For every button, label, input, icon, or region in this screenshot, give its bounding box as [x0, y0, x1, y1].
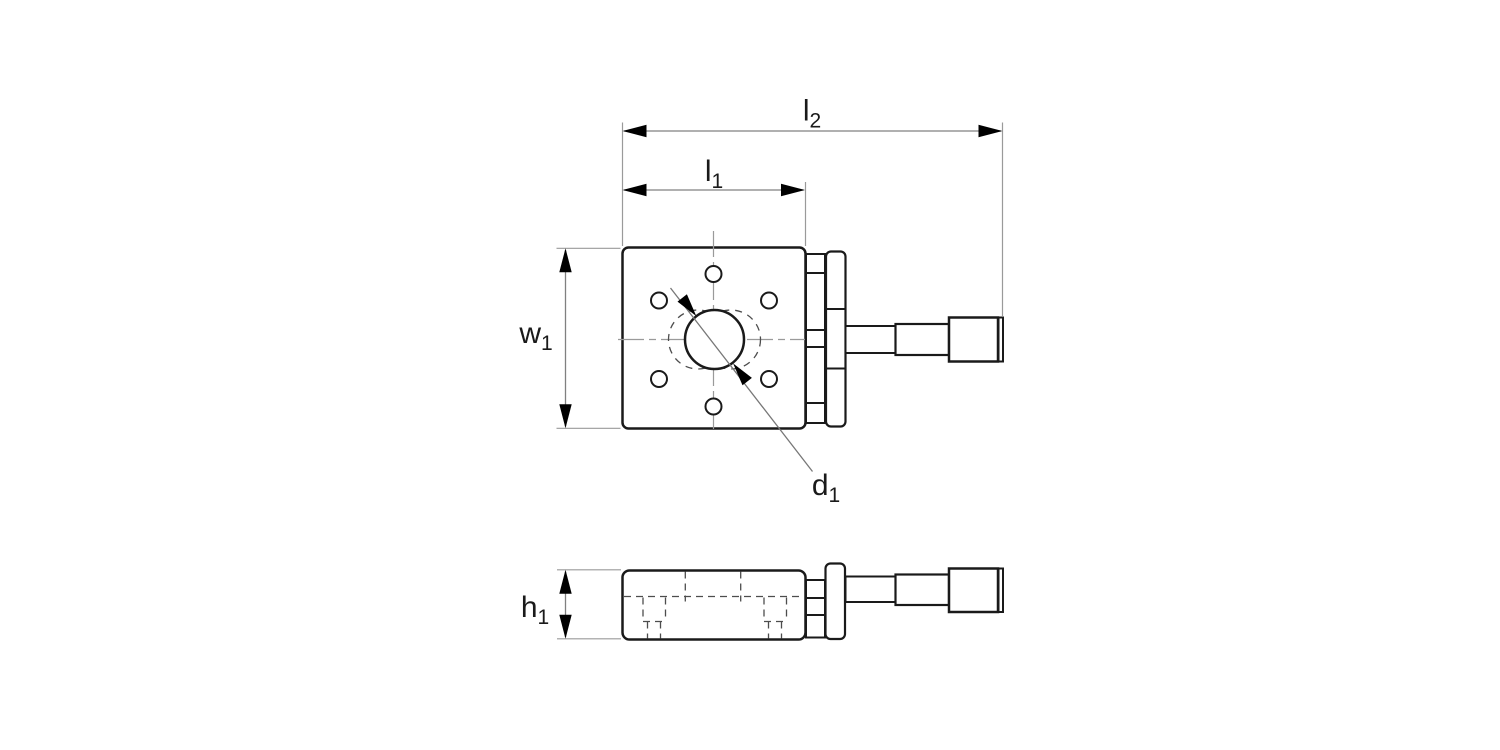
micrometer-barrel: [894, 322, 951, 357]
micrometer-shaft-side: [844, 575, 897, 603]
micrometer-knob: [947, 316, 1000, 363]
dim-label-h1: h1: [521, 591, 549, 629]
dimensions: l2 l1 w1 h1 d1: [518, 95, 1004, 640]
micrometer-knob-end-cap: [997, 316, 1004, 363]
hidden-counterbore-right: [763, 597, 788, 639]
arrowhead: [559, 404, 572, 429]
micrometer-shaft: [844, 325, 897, 354]
hidden-counterbore-left: [642, 597, 667, 639]
arrowhead: [622, 183, 647, 197]
base-rail-block-side: [824, 562, 847, 641]
carriage-rail-side: [805, 579, 826, 639]
dimension-l2: l2: [622, 95, 1003, 138]
micrometer-knob-end-cap-side: [997, 567, 1004, 613]
mounting-hole-upper-right: [760, 291, 778, 310]
carriage-rail: [805, 253, 826, 424]
top-view: [618, 231, 1004, 430]
arrowhead: [978, 124, 1003, 138]
arrowhead: [733, 363, 752, 386]
arrowhead: [781, 183, 805, 197]
mounting-hole-lower-right: [760, 370, 778, 388]
base-rail-block: [824, 250, 847, 428]
dim-label-l1: l1: [705, 155, 723, 193]
arrowhead: [559, 614, 572, 639]
arrowhead: [559, 569, 572, 594]
dimension-l1: l1: [622, 155, 805, 197]
dim-label-l2: l2: [803, 95, 821, 133]
side-view: [621, 562, 1004, 641]
arrowhead: [622, 124, 647, 138]
mounting-hole-upper-left: [650, 291, 668, 310]
dimension-h1: h1: [521, 569, 572, 639]
mounting-hole-bottom: [704, 397, 723, 416]
micrometer-knob-side: [947, 567, 1000, 614]
mounting-hole-lower-left: [650, 370, 668, 388]
dimension-d1: d1: [669, 287, 840, 507]
micrometer-barrel-side: [894, 573, 951, 607]
mounting-hole-top: [704, 265, 723, 283]
arrowhead: [559, 248, 572, 273]
dim-label-w1: w1: [518, 317, 552, 355]
arrowhead: [677, 294, 697, 317]
stage-body-side: [621, 569, 807, 641]
dim-label-d1: d1: [812, 469, 840, 507]
dimension-w1: w1: [518, 248, 572, 429]
